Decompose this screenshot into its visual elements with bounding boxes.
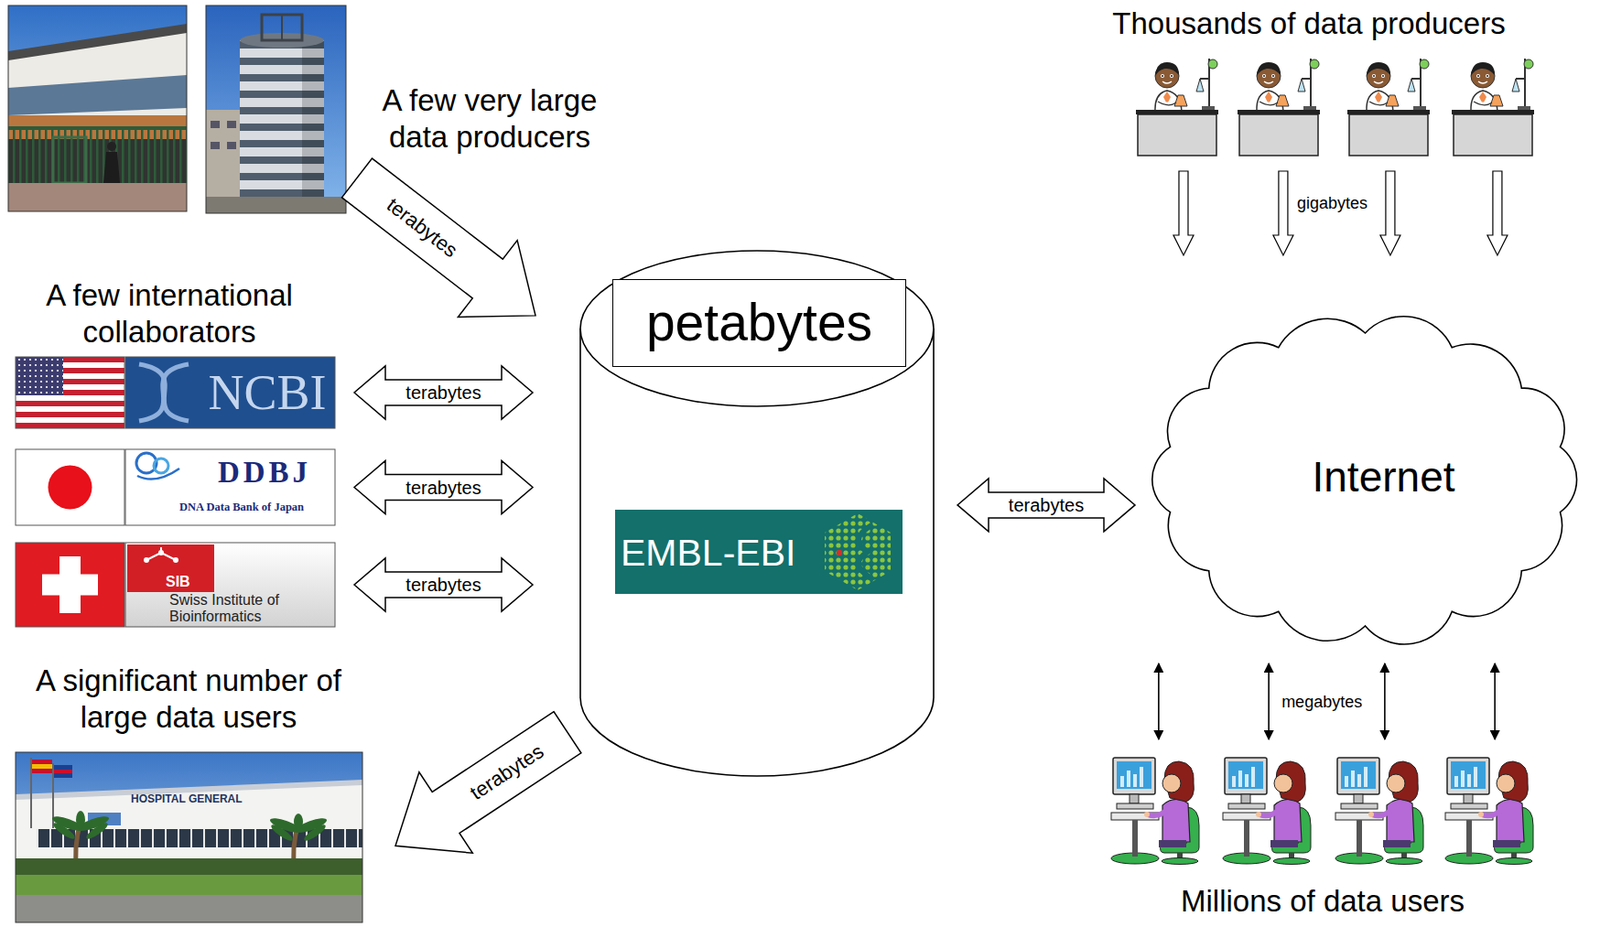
user-figures (1111, 757, 1534, 865)
volume-label: terabytes (1005, 496, 1087, 515)
scientist-figures (1135, 58, 1535, 156)
volume-label: megabytes (1278, 693, 1365, 711)
group-heading: A few very large data producers (356, 82, 623, 155)
logo-text: EMBL-EBI (620, 530, 827, 576)
logo-subtitle: Swiss Institute of Bioinformatics (169, 592, 333, 625)
group-heading: Thousands of data producers (1070, 5, 1547, 43)
scientist-figure (1347, 58, 1430, 156)
transfer-line (1493, 663, 1496, 740)
capacity-box: petabytes (612, 279, 907, 368)
internet-cloud: Internet (1137, 305, 1593, 654)
transfer-arrow (1487, 171, 1508, 256)
tower-photo (205, 5, 346, 214)
user-figure (1111, 757, 1200, 865)
sib-logo-art (125, 542, 336, 628)
storage-cylinder: petabytesEMBL-EBI (579, 249, 935, 777)
group-heading: Millions of data users (1102, 883, 1543, 920)
japan-flag (15, 449, 125, 526)
transfer-arrow (354, 366, 533, 420)
ncbi-logo: NCBI (125, 356, 336, 429)
cylinder-body (580, 328, 934, 777)
embl-ebi-logo-art (615, 509, 903, 595)
scientist-figure (1135, 58, 1219, 156)
volume-label: terabytes (380, 193, 464, 263)
swiss-flag (15, 542, 125, 628)
building-photo (8, 5, 187, 212)
transfer-arrow (354, 461, 533, 515)
cylinder-top (580, 250, 934, 407)
hospital-photo: A significant number of large data users… (15, 752, 363, 923)
ddbj-logo-art (125, 449, 336, 526)
transfer-arrow (1273, 171, 1294, 256)
scientist-figure (1237, 58, 1320, 156)
building-sign: HOSPITAL GENERAL (130, 792, 278, 806)
transfer-arrow (957, 478, 1136, 532)
group-heading: A significant number of large data users (28, 662, 349, 736)
producer-group: Thousands of data producers (1070, 5, 1547, 162)
volume-label: terabytes (464, 739, 550, 806)
volume-label: terabytes (402, 383, 484, 402)
transfer-arrow (1380, 171, 1401, 256)
transfer-line (1383, 663, 1386, 740)
user-figure (1222, 757, 1311, 865)
volume-label: gigabytes (1294, 194, 1371, 212)
user-group: Millions of data users (1102, 750, 1543, 923)
sib-logo: SIBSwiss Institute of Bioinformatics (125, 542, 336, 628)
transfer-line (1267, 663, 1270, 740)
hospital-photo (15, 752, 363, 923)
group-heading: A few international collaborators (18, 277, 321, 350)
user-figure (1445, 757, 1534, 865)
transfer-arrow (354, 558, 533, 612)
transfer-arrow (1173, 171, 1194, 256)
user-figure (1335, 757, 1424, 865)
scientist-figure (1451, 58, 1535, 156)
volume-label: terabytes (402, 575, 484, 595)
cloud-label: Internet (1174, 452, 1593, 503)
logo-text: SIB (165, 572, 212, 591)
us-flag (15, 356, 125, 429)
transfer-arrow (342, 158, 536, 317)
logo-text: DDBJ (196, 454, 333, 492)
embl-ebi-logo: EMBL-EBI (615, 509, 903, 595)
ddbj-logo: DDBJ DNA Data Bank of Japan (125, 449, 336, 526)
volume-label: terabytes (402, 478, 484, 498)
logo-subtitle: DNA Data Bank of Japan (151, 500, 333, 515)
transfer-line (1157, 663, 1160, 740)
logo-text: NCBI (202, 360, 333, 425)
ncbi-logo-art (125, 356, 336, 429)
producer-photos: A few very large data producers (8, 5, 346, 214)
transfer-arrow (395, 712, 582, 854)
